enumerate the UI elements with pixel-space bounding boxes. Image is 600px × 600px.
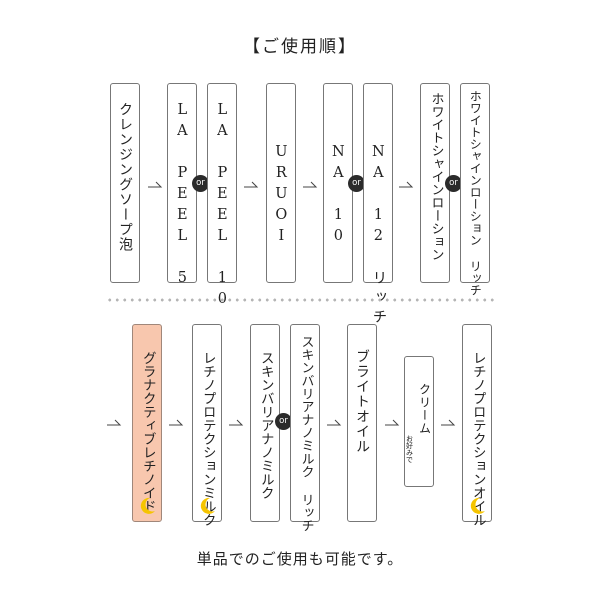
arrow-right-icon	[385, 419, 400, 426]
step-granactive-retinoid: グラナクティブレチノイド	[132, 324, 162, 522]
step-label: レチノプロテクションミルク	[199, 351, 216, 527]
step-na-10: NA 10	[323, 83, 353, 283]
arrow-right-icon	[107, 419, 122, 426]
page-title: 【ご使用順】	[243, 37, 357, 57]
step-label: NA 10	[330, 144, 347, 249]
or-badge: or	[348, 175, 365, 192]
step-label: クレンジングソープ泡	[117, 102, 134, 252]
crescent-moon-icon	[200, 497, 215, 514]
step-label: NA 12 リッチ	[370, 144, 387, 329]
step-label: ブライトオイル	[354, 349, 371, 454]
or-badge: or	[445, 175, 462, 192]
step-label: LA PEEL 10	[214, 102, 231, 312]
step-label: レチノプロテクションオイル	[469, 351, 486, 527]
arrow-right-icon	[399, 181, 414, 188]
footer-note: 単品でのご使用も可能です。	[196, 550, 404, 568]
arrow-right-icon	[244, 181, 259, 188]
step-label: LA PEEL 5	[174, 102, 191, 291]
arrow-right-icon	[169, 419, 184, 426]
or-badge: or	[192, 175, 209, 192]
step-note: お好みで	[405, 435, 414, 463]
step-label: スキンバリアナノミルク リッチ	[298, 335, 314, 532]
step-label: スキンバリアナノミルク	[257, 351, 274, 500]
step-cream: クリーム お好みで	[404, 356, 434, 487]
step-cleansing-soap: クレンジングソープ泡	[110, 83, 140, 283]
step-uruoi: URUOI	[266, 83, 296, 283]
step-label: ホワイトシャインローション リッチ	[468, 90, 483, 296]
step-na-12-rich: NA 12 リッチ	[363, 83, 393, 329]
arrow-right-icon	[303, 181, 318, 188]
arrow-right-icon	[229, 419, 244, 426]
step-label: URUOI	[273, 144, 290, 249]
step-bright-oil: ブライトオイル	[347, 324, 377, 522]
step-retino-protection-milk: レチノプロテクションミルク	[192, 324, 222, 527]
step-white-shine-lotion: ホワイトシャインローション	[420, 83, 450, 283]
arrow-right-icon	[148, 181, 163, 188]
step-label: ホワイトシャインローション	[428, 92, 444, 261]
crescent-moon-icon	[470, 497, 485, 514]
step-la-peel-10: LA PEEL 10	[207, 83, 237, 312]
arrow-right-icon	[441, 419, 456, 426]
step-skin-barrier-nano-milk-rich: スキンバリアナノミルク リッチ	[290, 324, 320, 532]
dotted-divider	[106, 298, 498, 302]
step-retino-protection-oil: レチノプロテクションオイル	[462, 324, 492, 527]
arrow-right-icon	[327, 419, 342, 426]
step-label: クリーム	[417, 383, 432, 435]
step-white-shine-lotion-rich: ホワイトシャインローション リッチ	[460, 83, 490, 296]
or-badge: or	[275, 413, 292, 430]
step-label: グラナクティブレチノイド	[139, 351, 156, 513]
crescent-moon-icon	[140, 497, 155, 514]
